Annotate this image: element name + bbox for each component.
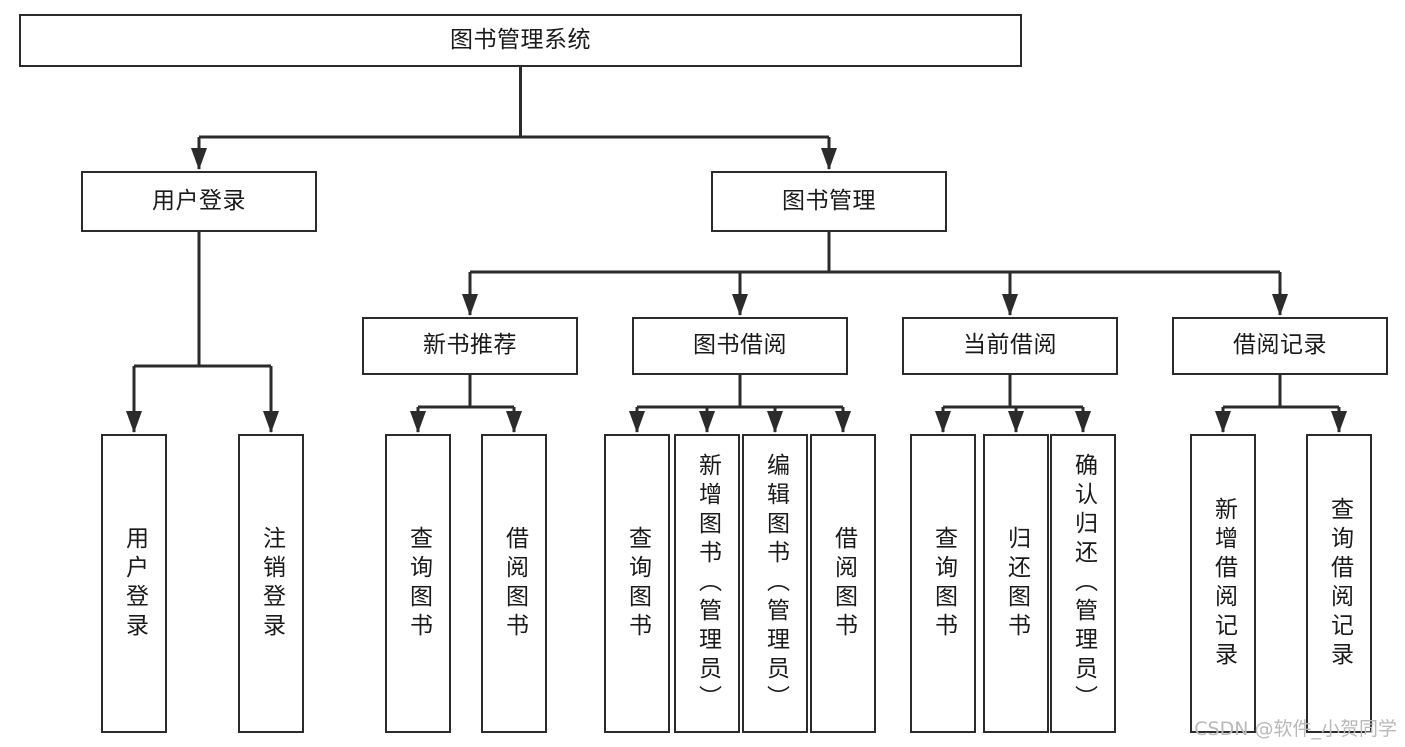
node-label: 确认归还（管理员） [1070,453,1097,714]
node-label: 查询图书 [930,525,957,642]
node-label: 借阅记录 [1233,332,1327,359]
node-leaf-add-book-admin[interactable]: 新增图书（管理员） [674,434,740,733]
node-user-login[interactable]: 用户登录 [81,171,317,232]
node-leaf-confirm-return-admin[interactable]: 确认归还（管理员） [1050,434,1116,733]
node-leaf-borrow-book-recommend[interactable]: 借阅图书 [481,434,547,733]
node-label: 新增图书（管理员） [694,453,721,714]
node-label: 图书借阅 [693,332,787,359]
node-label: 新增借阅记录 [1210,496,1237,671]
node-label: 图书管理系统 [450,26,591,53]
node-leaf-edit-book-admin[interactable]: 编辑图书（管理员） [742,434,808,733]
node-leaf-return-book[interactable]: 归还图书 [983,434,1049,733]
node-leaf-logout[interactable]: 注销登录 [238,434,304,733]
node-book-manage[interactable]: 图书管理 [711,171,947,232]
node-current-borrow[interactable]: 当前借阅 [902,317,1118,375]
node-borrow-record[interactable]: 借阅记录 [1172,317,1388,375]
node-label: 借阅图书 [501,525,528,642]
node-label: 查询图书 [405,525,432,642]
node-label: 借阅图书 [830,525,857,642]
node-label: 查询图书 [624,525,651,642]
node-label: 图书管理 [782,187,876,214]
node-new-book-recommend[interactable]: 新书推荐 [362,317,578,375]
node-leaf-query-book-recommend[interactable]: 查询图书 [385,434,451,733]
node-leaf-query-borrow-record[interactable]: 查询借阅记录 [1306,434,1372,733]
node-leaf-borrow-book[interactable]: 借阅图书 [810,434,876,733]
node-leaf-add-borrow-record[interactable]: 新增借阅记录 [1190,434,1256,733]
node-root-system[interactable]: 图书管理系统 [19,14,1022,67]
node-label: 用户登录 [152,187,246,214]
node-label: 查询借阅记录 [1326,496,1353,671]
node-label: 用户登录 [121,525,148,642]
node-label: 编辑图书（管理员） [762,453,789,714]
node-book-borrow[interactable]: 图书借阅 [632,317,848,375]
node-label: 归还图书 [1003,525,1030,642]
node-label: 当前借阅 [963,332,1057,359]
node-label: 注销登录 [258,525,285,642]
node-leaf-user-login[interactable]: 用户登录 [101,434,167,733]
node-leaf-query-book-borrow[interactable]: 查询图书 [604,434,670,733]
node-leaf-query-book-current[interactable]: 查询图书 [910,434,976,733]
node-label: 新书推荐 [423,332,517,359]
